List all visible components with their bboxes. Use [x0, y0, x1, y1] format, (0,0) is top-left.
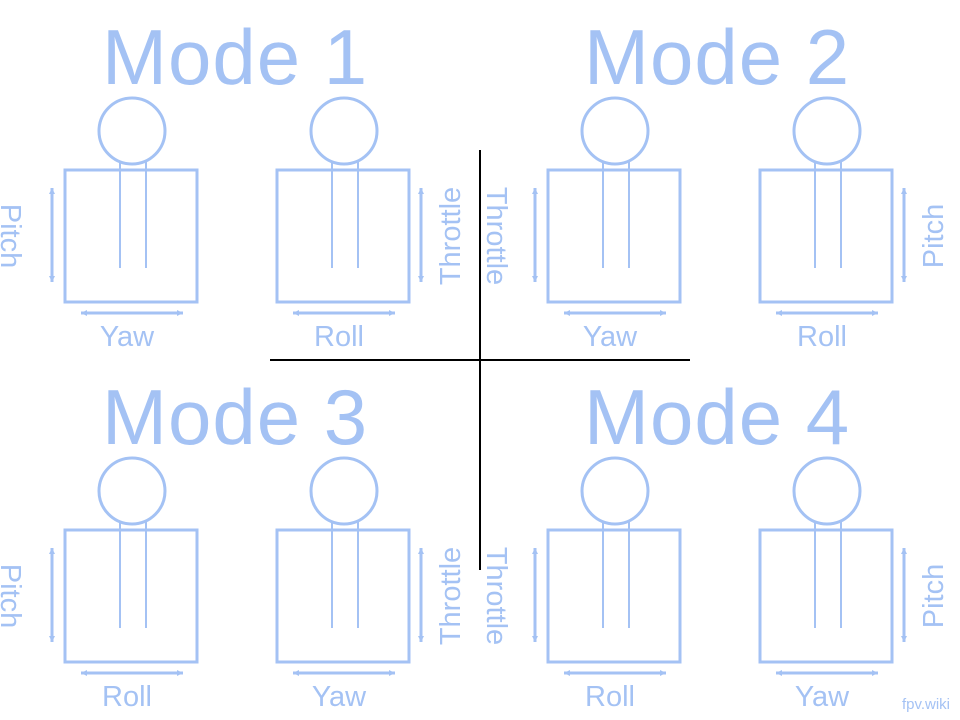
stick-knob: [97, 456, 167, 526]
horizontal-axis-label: Yaw: [583, 321, 638, 353]
credit-text: fpv.wiki: [901, 696, 950, 713]
mode-3-title: Mode 3: [102, 373, 369, 461]
mode-2-right-stick: Roll Pitch: [758, 96, 950, 353]
horizontal-divider: [270, 359, 690, 361]
stick-gimbal-box: [546, 168, 682, 304]
mode-4-right-stick: Yaw Pitch: [758, 456, 950, 713]
stick-gimbal-box: [758, 528, 894, 664]
stick-gimbal-box: [275, 168, 411, 304]
mode-2-left-stick: Yaw Throttle: [480, 96, 682, 353]
stick-knob: [792, 456, 862, 526]
mode-1-title: Mode 1: [102, 13, 369, 101]
stick-gimbal-box: [63, 168, 199, 304]
vertical-axis-label: Pitch: [0, 564, 26, 628]
horizontal-axis-label: Roll: [797, 321, 847, 353]
vertical-axis-label: Pitch: [918, 204, 950, 268]
mode-1-left-stick: Yaw Pitch: [0, 96, 199, 353]
horizontal-axis-label: Roll: [314, 321, 364, 353]
horizontal-axis-label: Yaw: [795, 681, 850, 713]
stick-gimbal-box: [275, 528, 411, 664]
mode-4-title: Mode 4: [584, 373, 851, 461]
stick-knob: [580, 96, 650, 166]
horizontal-axis-label: Roll: [585, 681, 635, 713]
mode-3-right-stick: Yaw Throttle: [275, 456, 467, 713]
stick-knob: [97, 96, 167, 166]
stick-knob: [792, 96, 862, 166]
vertical-axis-label: Throttle: [435, 547, 467, 645]
vertical-axis-label: Throttle: [480, 547, 512, 645]
stick-gimbal-box: [758, 168, 894, 304]
mode-4-left-stick: Roll Throttle: [480, 456, 682, 713]
vertical-axis-label: Throttle: [480, 187, 512, 285]
stick-gimbal-box: [63, 528, 199, 664]
vertical-axis-label: Pitch: [0, 204, 26, 268]
stick-knob: [309, 96, 379, 166]
stick-knob: [309, 456, 379, 526]
stick-knob: [580, 456, 650, 526]
horizontal-axis-label: Roll: [102, 681, 152, 713]
stick-gimbal-box: [546, 528, 682, 664]
horizontal-axis-label: Yaw: [100, 321, 155, 353]
mode-1-right-stick: Roll Throttle: [275, 96, 467, 353]
horizontal-axis-label: Yaw: [312, 681, 367, 713]
mode-3-left-stick: Roll Pitch: [0, 456, 199, 713]
mode-2-title: Mode 2: [584, 13, 851, 101]
vertical-axis-label: Throttle: [435, 187, 467, 285]
vertical-axis-label: Pitch: [918, 564, 950, 628]
